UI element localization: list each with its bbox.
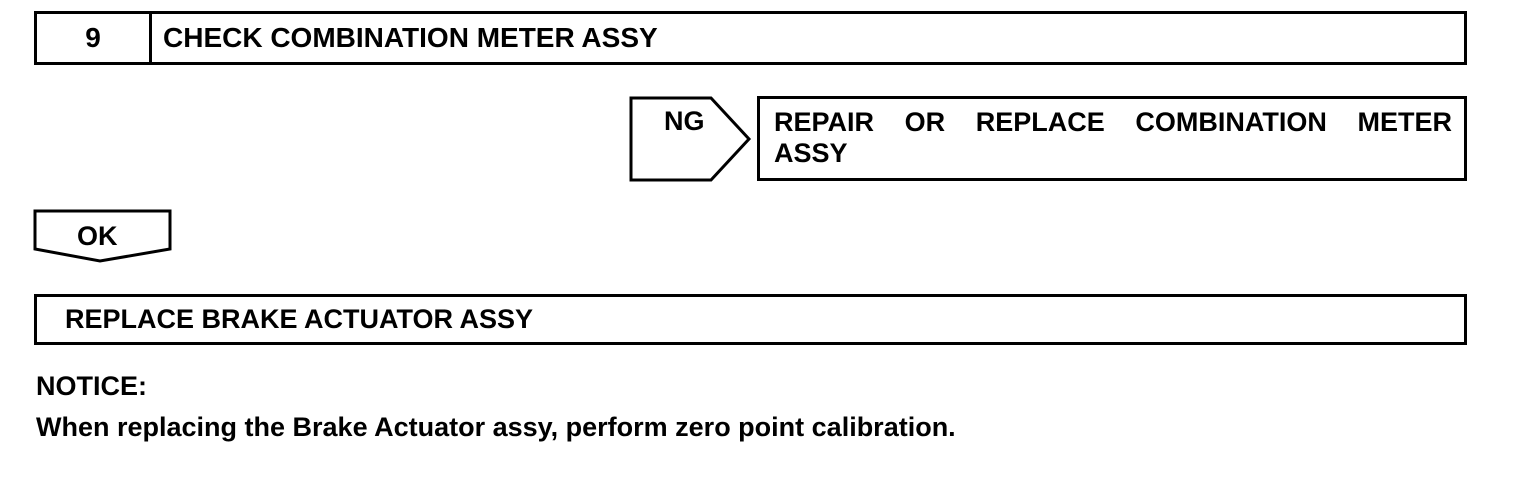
notice-heading: NOTICE: (36, 371, 147, 401)
ng-arrow-icon (629, 96, 752, 182)
ng-label: NG (664, 106, 705, 136)
notice-body: When replacing the Brake Actuator assy, … (36, 412, 956, 442)
ok-arrow-icon (33, 209, 172, 263)
ng-action-text: REPAIR OR REPLACE COMBINATION METER ASSY (774, 107, 1452, 168)
step-number: 9 (37, 14, 152, 62)
ok-label: OK (77, 221, 118, 251)
ok-action-box: REPLACE BRAKE ACTUATOR ASSY (34, 294, 1467, 345)
ng-action-box: REPAIR OR REPLACE COMBINATION METER ASSY (757, 96, 1467, 181)
ok-action-text: REPLACE BRAKE ACTUATOR ASSY (65, 304, 534, 334)
step-header: 9 CHECK COMBINATION METER ASSY (34, 11, 1467, 65)
step-title: CHECK COMBINATION METER ASSY (163, 22, 658, 53)
